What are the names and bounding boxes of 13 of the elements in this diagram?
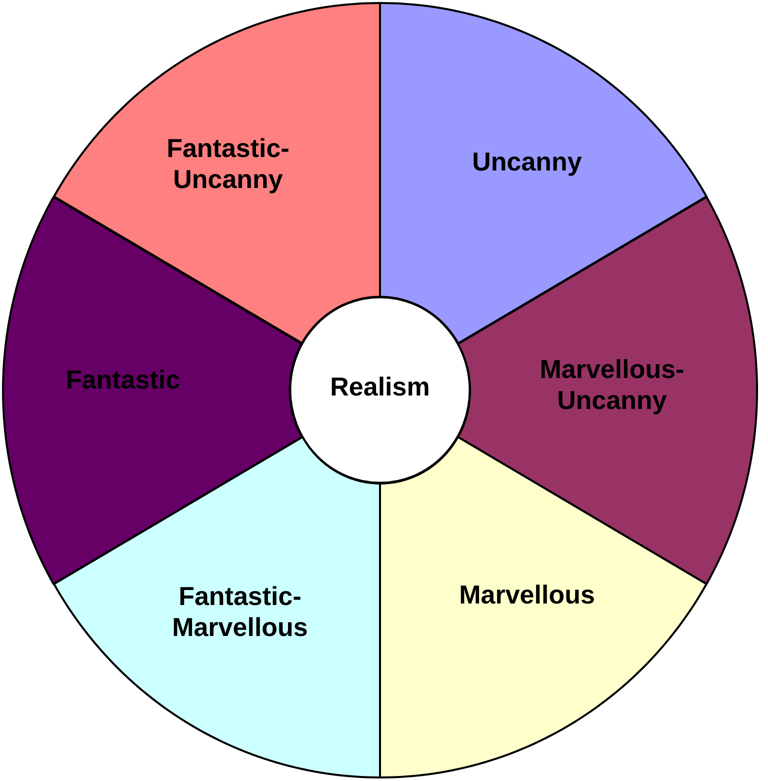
wheel-segment (52, 1, 382, 346)
wheel-segment (378, 1, 708, 346)
segment-label: Marvellous (459, 580, 595, 610)
segment-label: Marvellous-Uncanny (538, 354, 686, 416)
segment-label: Uncanny (472, 146, 582, 178)
segment-label: Fantastic-Marvellous (171, 581, 309, 643)
wheel-segment (378, 434, 708, 779)
wheel-segment (52, 434, 382, 779)
center-label: Realism (330, 372, 430, 402)
center-circle (288, 295, 472, 485)
segment-label: Fantastic (66, 364, 180, 396)
wheel-segment (456, 194, 759, 586)
segment-label: Fantastic-Uncanny (166, 133, 290, 195)
